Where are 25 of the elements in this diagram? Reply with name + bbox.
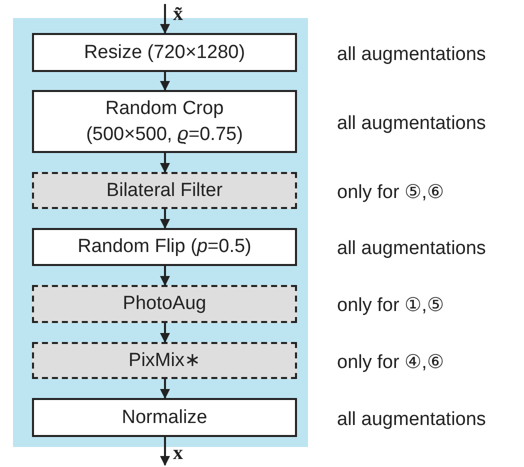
step-label: PixMix∗ (128, 348, 200, 372)
applicability-note: all augmentations (337, 112, 486, 136)
applicability-note: all augmentations (337, 408, 486, 432)
applicability-note: all augmentations (337, 237, 486, 261)
arrow (160, 72, 170, 91)
arrow (160, 379, 170, 399)
edge-label: x (173, 441, 183, 465)
applicability-note: only for ④,⑥ (337, 350, 444, 374)
step-label: Random Crop (105, 96, 224, 120)
arrow (160, 153, 170, 173)
arrow (160, 437, 170, 466)
step-label: PhotoAug (122, 292, 206, 316)
edge-label: x̃ (173, 2, 183, 26)
step-label: Resize (720×1280) (84, 40, 246, 64)
arrow (160, 266, 170, 286)
applicability-note: all augmentations (337, 42, 486, 66)
step-label: Bilateral Filter (106, 178, 223, 202)
arrow (160, 209, 170, 229)
step-label: Normalize (122, 406, 208, 430)
step-label: Random Flip (p=0.5) (78, 235, 252, 259)
arrow (160, 4, 170, 34)
applicability-note: only for ⑤,⑥ (337, 180, 444, 204)
arrow (160, 323, 170, 343)
applicability-note: only for ①,⑤ (337, 294, 444, 318)
step-label: (500×500, ϱ=0.75) (86, 122, 243, 146)
